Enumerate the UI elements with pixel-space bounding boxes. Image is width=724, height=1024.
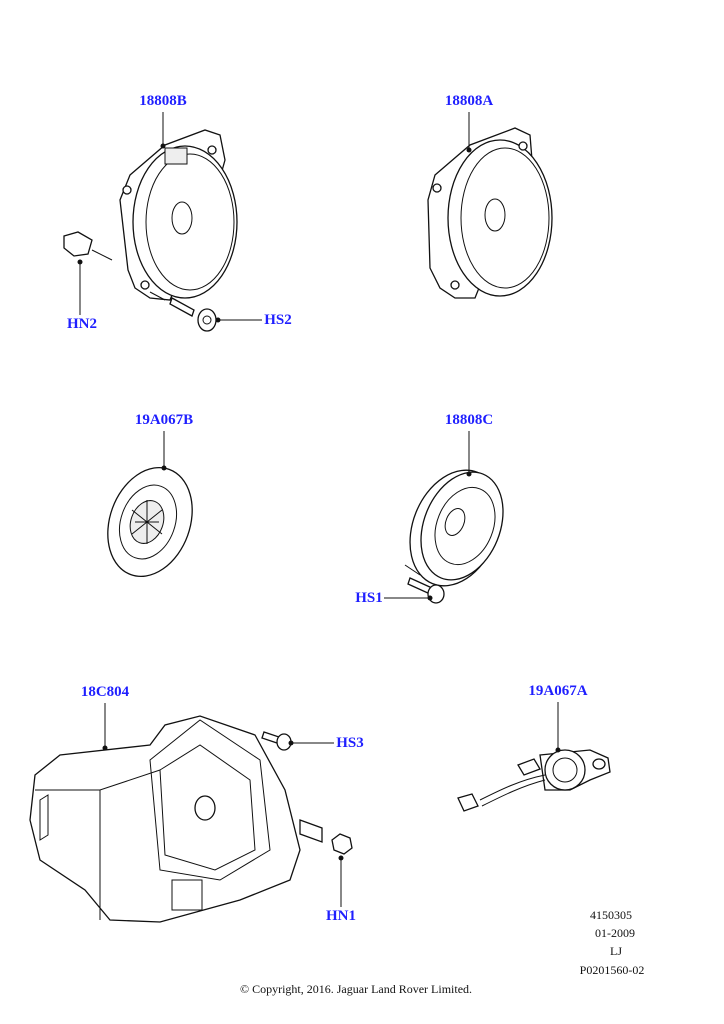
tweeter-19A067B-drawing (107, 431, 193, 578)
part-label-HN1[interactable]: HN1 (326, 908, 356, 924)
illustration-reference: P0201560-02 (579, 963, 645, 977)
part-label-HS1[interactable]: HS1 (355, 590, 383, 606)
illustration-initials: LJ (610, 944, 622, 958)
part-label-HN2[interactable]: HN2 (67, 316, 97, 332)
speaker-18808B-drawing (63, 112, 262, 332)
speaker-18808A-drawing (427, 112, 553, 299)
part-label-HS2[interactable]: HS2 (264, 312, 292, 328)
part-label-18808B[interactable]: 18808B (139, 93, 187, 109)
speaker-18808C-drawing (384, 431, 504, 604)
tweeter-19A067A-drawing (457, 702, 611, 812)
illustration-date: 01-2009 (595, 926, 635, 940)
part-label-19A067B[interactable]: 19A067B (134, 412, 194, 428)
part-label-18808A[interactable]: 18808A (444, 93, 494, 109)
part-label-HS3[interactable]: HS3 (336, 735, 364, 751)
part-label-18C804[interactable]: 18C804 (80, 684, 130, 700)
subwoofer-18C804-drawing (29, 703, 353, 923)
illustration-code: 4150305 (590, 908, 632, 922)
part-label-19A067A[interactable]: 19A067A (528, 683, 588, 699)
part-label-18808C[interactable]: 18808C (444, 412, 494, 428)
copyright-notice: © Copyright, 2016. Jaguar Land Rover Lim… (239, 982, 473, 996)
